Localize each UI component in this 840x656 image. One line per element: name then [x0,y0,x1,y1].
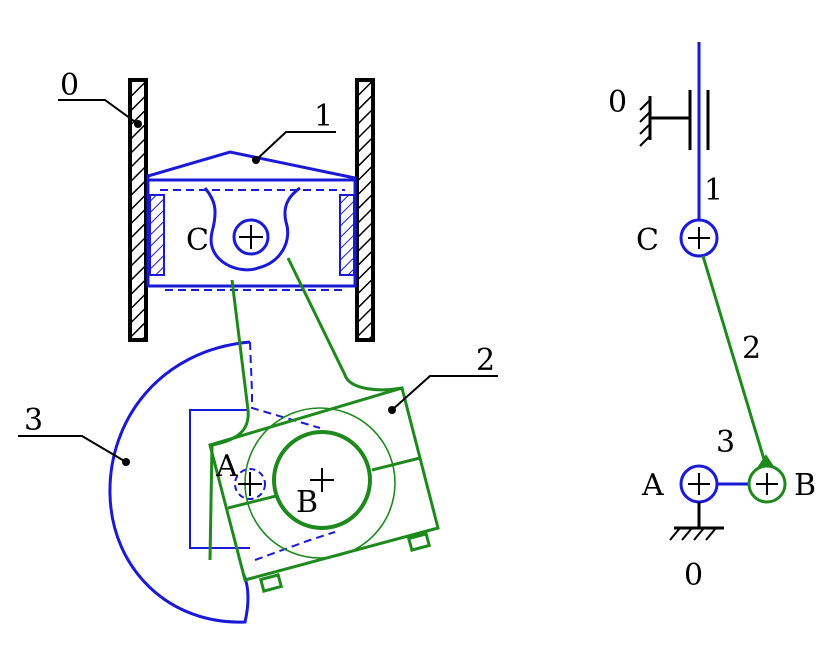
guide-hatch [639,99,651,147]
piston-ring-left [149,194,165,276]
leader-2 [391,375,498,411]
schematic-label-crank: 3 [716,425,735,460]
cylinder-wall-left [128,78,148,342]
schematic-label-c: C [636,223,659,258]
schematic-rod [701,255,768,467]
eccentric-pin-a [234,468,266,500]
joint-label-b: B [296,485,318,520]
ground-hatch [669,527,717,541]
leader-1 [255,131,336,161]
connecting-rod [208,257,440,593]
schematic-label-rod: 2 [742,331,761,366]
schematic-label-b: B [794,468,816,503]
cylinder-wall-right [355,78,375,342]
leader-2-dot [388,406,396,414]
joint-label-a: A [215,449,238,484]
piston [146,150,357,291]
schematic-label-frame-top: 0 [608,85,627,120]
part-label-connecting-rod: 2 [476,343,495,378]
eccentric-inner-outline [189,409,250,549]
rod-split-upper [371,456,421,472]
leader-3 [18,435,127,463]
part-label-eccentric: 3 [24,403,43,438]
leader-0-dot [134,120,142,128]
left-view: 0 1 2 3 C A B [18,68,498,624]
part-label-frame: 0 [60,68,79,103]
schematic-label-slider: 1 [704,173,723,208]
right-view: 0 1 C 2 3 A B 0 [608,42,816,593]
rod-big-end [208,386,440,582]
leader-1-dot [252,156,260,164]
eccentric-body [108,340,251,624]
piston-ring-right [339,194,355,276]
part-label-piston: 1 [314,99,333,134]
schematic-label-frame-bottom: 0 [684,558,703,593]
rod-bolt-left [258,573,284,593]
piston-boss [203,186,301,272]
leader-0 [58,99,139,125]
rod-bolt-right [406,532,432,552]
piston-crown [146,150,357,182]
leader-3-dot [122,458,130,466]
joint-label-c: C [186,223,209,258]
eccentric-hidden-edge-lower [254,531,336,561]
schematic-label-a: A [641,468,664,503]
eccentric-hidden-edge [249,341,321,429]
